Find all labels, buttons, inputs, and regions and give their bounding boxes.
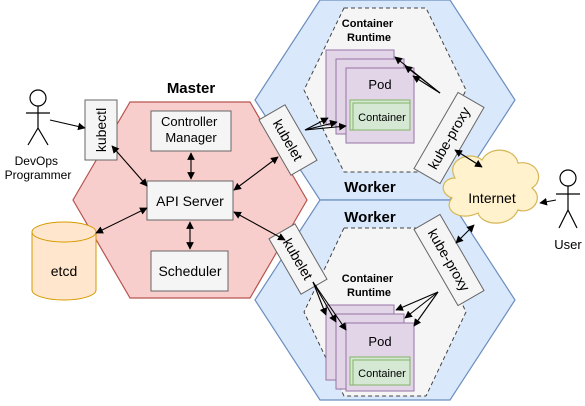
internet-proxy-top-arrow bbox=[454, 149, 483, 168]
devops-to-kubectl-arrow bbox=[49, 119, 86, 131]
scheduler-box bbox=[150, 250, 229, 292]
worker-top-pod-stack: Pod Container bbox=[325, 49, 415, 144]
api-kubelet-bottom-arrow bbox=[233, 211, 286, 241]
connectors bbox=[49, 56, 557, 331]
user-internet-arrow bbox=[539, 197, 557, 206]
container-label: Container bbox=[358, 112, 406, 124]
container-box bbox=[352, 102, 411, 131]
etcd-cylinder: etcd bbox=[31, 221, 97, 301]
api-server-box bbox=[146, 180, 234, 221]
internet-proxy-bottom-arrow bbox=[455, 224, 475, 244]
etcd-api-arrow bbox=[95, 207, 148, 234]
devops-person-icon bbox=[26, 89, 50, 146]
worker-top-runtime-label: Container Runtime bbox=[342, 18, 396, 44]
devops-label: DevOps Programmer bbox=[5, 154, 72, 182]
worker-bottom-pod-stack: Pod Container bbox=[325, 304, 415, 392]
controller-manager-box bbox=[150, 110, 232, 152]
internet-label: Internet bbox=[468, 190, 516, 206]
etcd-label: etcd bbox=[51, 263, 77, 279]
worker-top-title: Worker bbox=[344, 179, 396, 196]
pod-label: Pod bbox=[368, 77, 391, 92]
worker-bottom-title: Worker bbox=[344, 209, 396, 226]
kubectl-box: kubectl bbox=[84, 99, 118, 161]
worker-bottom-runtime-label: Container Runtime bbox=[342, 273, 396, 299]
kubectl-api-arrow bbox=[111, 145, 148, 187]
controller-manager-label: Controller Manager bbox=[161, 114, 221, 145]
scheduler-label: Scheduler bbox=[158, 263, 221, 279]
pod-label: Pod bbox=[368, 334, 391, 349]
user-label: User bbox=[554, 237, 582, 252]
api-server-label: API Server bbox=[156, 193, 224, 209]
container-box bbox=[352, 359, 411, 386]
kubectl-label: kubectl bbox=[93, 108, 109, 152]
internet-cloud: Internet bbox=[442, 149, 540, 224]
user-person-icon bbox=[556, 169, 580, 229]
api-kubelet-top-arrow bbox=[233, 156, 279, 191]
container-label: Container bbox=[358, 368, 406, 380]
master-title: Master bbox=[167, 80, 216, 97]
